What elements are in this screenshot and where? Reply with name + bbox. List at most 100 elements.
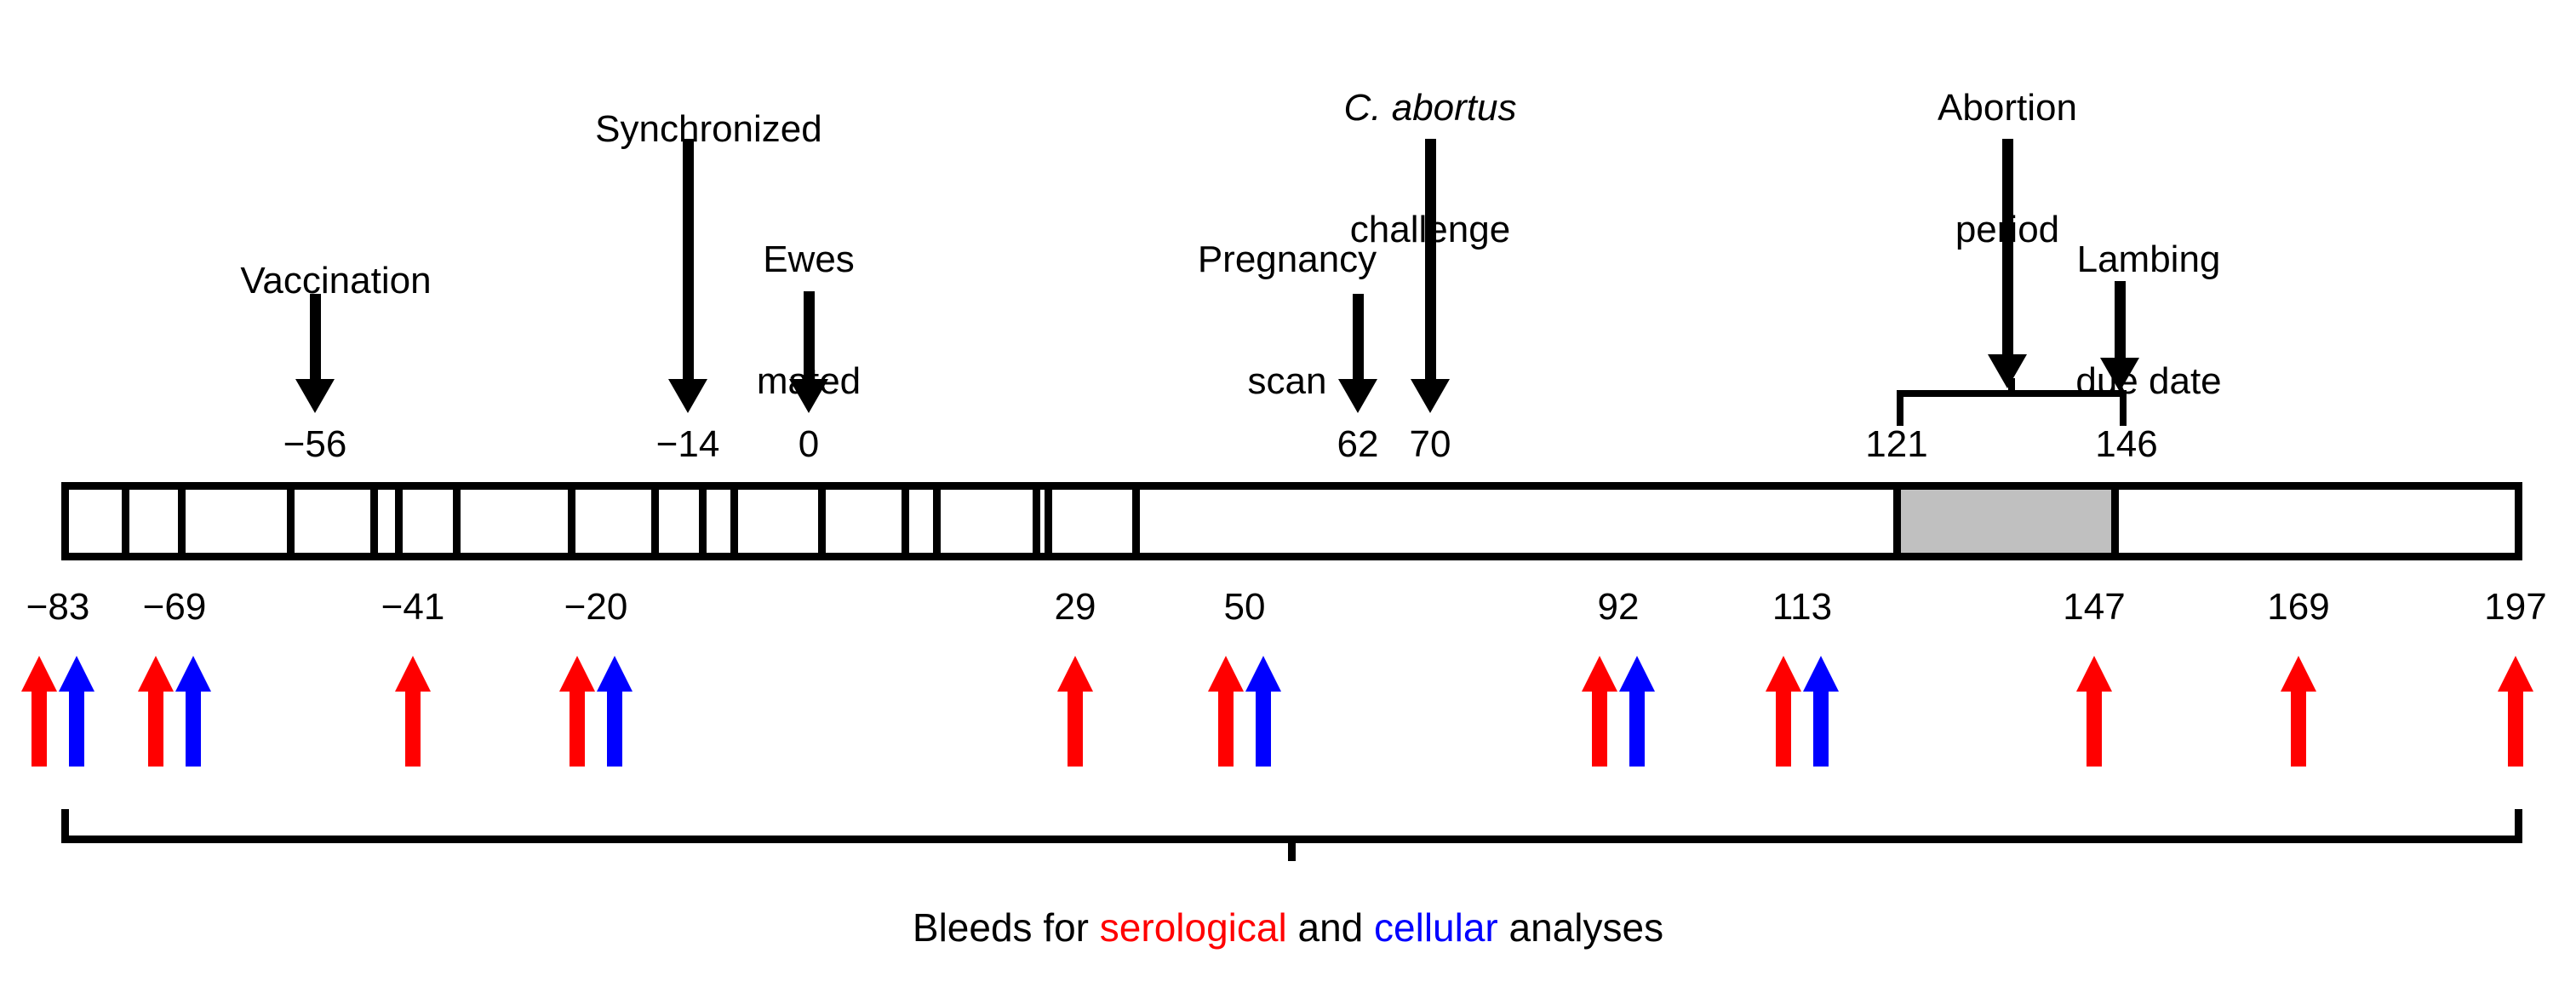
- arrow-head: [1411, 379, 1450, 413]
- arrow-head: [668, 379, 707, 413]
- arrow-shaft: [31, 685, 47, 767]
- arrow-abortion-period: [1988, 139, 2027, 388]
- arrow-shaft: [1629, 685, 1645, 767]
- bar-tick-day--20: [369, 490, 378, 553]
- bleed-label-3: −20: [564, 586, 628, 628]
- timeline-bar: [61, 482, 2522, 560]
- bar-tick-day-169: [1131, 490, 1140, 553]
- arrow-shaft: [1068, 685, 1083, 767]
- arrow-shaft: [607, 685, 622, 767]
- bleed-arrow-cellular--20: [597, 656, 633, 767]
- arrow-shaft: [1776, 685, 1791, 767]
- arrow-shaft: [1592, 685, 1607, 767]
- bar-tick-day-121: [932, 490, 941, 553]
- bracket-center-tick: [1287, 836, 1296, 861]
- arrow-shaft: [2114, 281, 2126, 358]
- bar-tick-day-92: [817, 490, 826, 553]
- bleed-label-0: −83: [26, 586, 90, 628]
- arrow-head: [2100, 358, 2139, 392]
- tick-label-top-1: −14: [655, 423, 720, 465]
- bar-tick-aux-2: [2110, 490, 2119, 553]
- bar-tick-day--83: [121, 490, 129, 553]
- bleed-arrow-serological-197: [2498, 656, 2533, 767]
- arrow-vaccination: [295, 294, 335, 413]
- arrow-shaft: [1352, 294, 1364, 379]
- pregnancy-scan-label-line2: scan: [1247, 359, 1327, 402]
- bleed-arrow-serological-113: [1766, 656, 1801, 767]
- arrow-shaft: [405, 685, 421, 767]
- figure-caption: Bleeds for serological and cellular anal…: [0, 904, 2576, 950]
- arrow-shaft: [2087, 685, 2102, 767]
- arrow-shaft: [2001, 139, 2013, 354]
- caption-serological: serological: [1099, 905, 1287, 950]
- arrow-shaft: [1256, 685, 1271, 767]
- arrow-shaft: [570, 685, 585, 767]
- abortion-period-bracket: [1897, 378, 2127, 426]
- tick-label-top-6: 146: [2095, 423, 2158, 465]
- bleed-arrow-serological-29: [1057, 656, 1093, 767]
- bleeds-span-bracket: [61, 809, 2522, 861]
- tick-label-top-5: 121: [1865, 423, 1928, 465]
- bleed-arrow-serological--83: [21, 656, 57, 767]
- bracket-center-tick: [2008, 378, 2015, 397]
- bleed-label-7: 113: [1772, 586, 1833, 628]
- bar-tick-day-146: [1032, 490, 1040, 553]
- arrow-pregnancy-scan: [1338, 294, 1377, 413]
- bar-tick-day-113: [901, 490, 909, 553]
- bar-tick-day-70: [730, 490, 738, 553]
- arrow-shaft: [2508, 685, 2523, 767]
- arrow-head: [1988, 354, 2027, 388]
- caption-prefix: Bleeds for: [912, 905, 1100, 950]
- bar-tick-day--69: [177, 490, 186, 553]
- arrow-shaft: [69, 685, 84, 767]
- tick-label-top-3: 62: [1337, 423, 1379, 465]
- caption-suffix: analyses: [1497, 905, 1664, 950]
- bleed-arrow-serological-147: [2076, 656, 2112, 767]
- bleed-label-2: −41: [381, 586, 445, 628]
- bleed-arrow-serological--69: [138, 656, 174, 767]
- tick-label-top-2: 0: [798, 423, 820, 465]
- event-label-vaccination: Vaccination: [198, 220, 431, 342]
- bleed-label-8: 147: [2063, 586, 2126, 628]
- arrow-shaft: [1813, 685, 1829, 767]
- ewes-mated-label-line1: Ewes: [763, 238, 855, 281]
- event-label-synchronized: Synchronized: [553, 68, 822, 190]
- bar-tick-day-50: [650, 490, 659, 553]
- event-label-challenge: C. abortus challenge: [1344, 7, 1517, 330]
- arrow-challenge: [1411, 139, 1450, 413]
- arrow-shaft: [803, 291, 815, 379]
- tick-label-top-4: 70: [1409, 423, 1451, 465]
- lambing-label-line1: Lambing: [2076, 238, 2221, 281]
- challenge-label-line1: C. abortus: [1343, 87, 1517, 129]
- bar-tick-day-0: [452, 490, 461, 553]
- bleed-arrow-serological--20: [559, 656, 595, 767]
- bleed-arrow-cellular-50: [1245, 656, 1281, 767]
- caption-cellular: cellular: [1374, 905, 1498, 950]
- bar-tick-day-62: [698, 490, 707, 553]
- pregnancy-scan-label-line1: Pregnancy: [1197, 238, 1377, 281]
- bleed-arrow-serological-169: [2281, 656, 2316, 767]
- bleed-arrow-cellular--83: [59, 656, 94, 767]
- arrow-shaft: [1424, 139, 1436, 379]
- arrow-head: [295, 379, 335, 413]
- bleed-arrow-serological-92: [1582, 656, 1617, 767]
- caption-middle: and: [1286, 905, 1375, 950]
- arrow-head: [789, 379, 828, 413]
- event-label-pregnancy-scan: Pregnancy scan: [1198, 158, 1377, 482]
- tick-label-top-0: −56: [283, 423, 347, 465]
- arrow-lambing-due-date: [2100, 281, 2139, 392]
- arrow-ewes-mated: [789, 291, 828, 413]
- bleed-arrow-serological-50: [1208, 656, 1244, 767]
- arrow-head: [1338, 379, 1377, 413]
- abortion-period-shaded-cell: [1897, 490, 2115, 553]
- arrow-shaft: [1218, 685, 1234, 767]
- arrow-shaft: [682, 139, 694, 379]
- bleed-label-9: 169: [2267, 586, 2330, 628]
- bar-tick-day-29: [567, 490, 575, 553]
- bar-tick-day--41: [286, 490, 295, 553]
- bar-tick-day--14: [394, 490, 403, 553]
- abortion-label-line1: Abortion: [1938, 87, 2077, 129]
- bleed-label-5: 50: [1223, 586, 1266, 628]
- bar-tick-aux-1: [1892, 490, 1901, 553]
- arrow-shaft: [186, 685, 201, 767]
